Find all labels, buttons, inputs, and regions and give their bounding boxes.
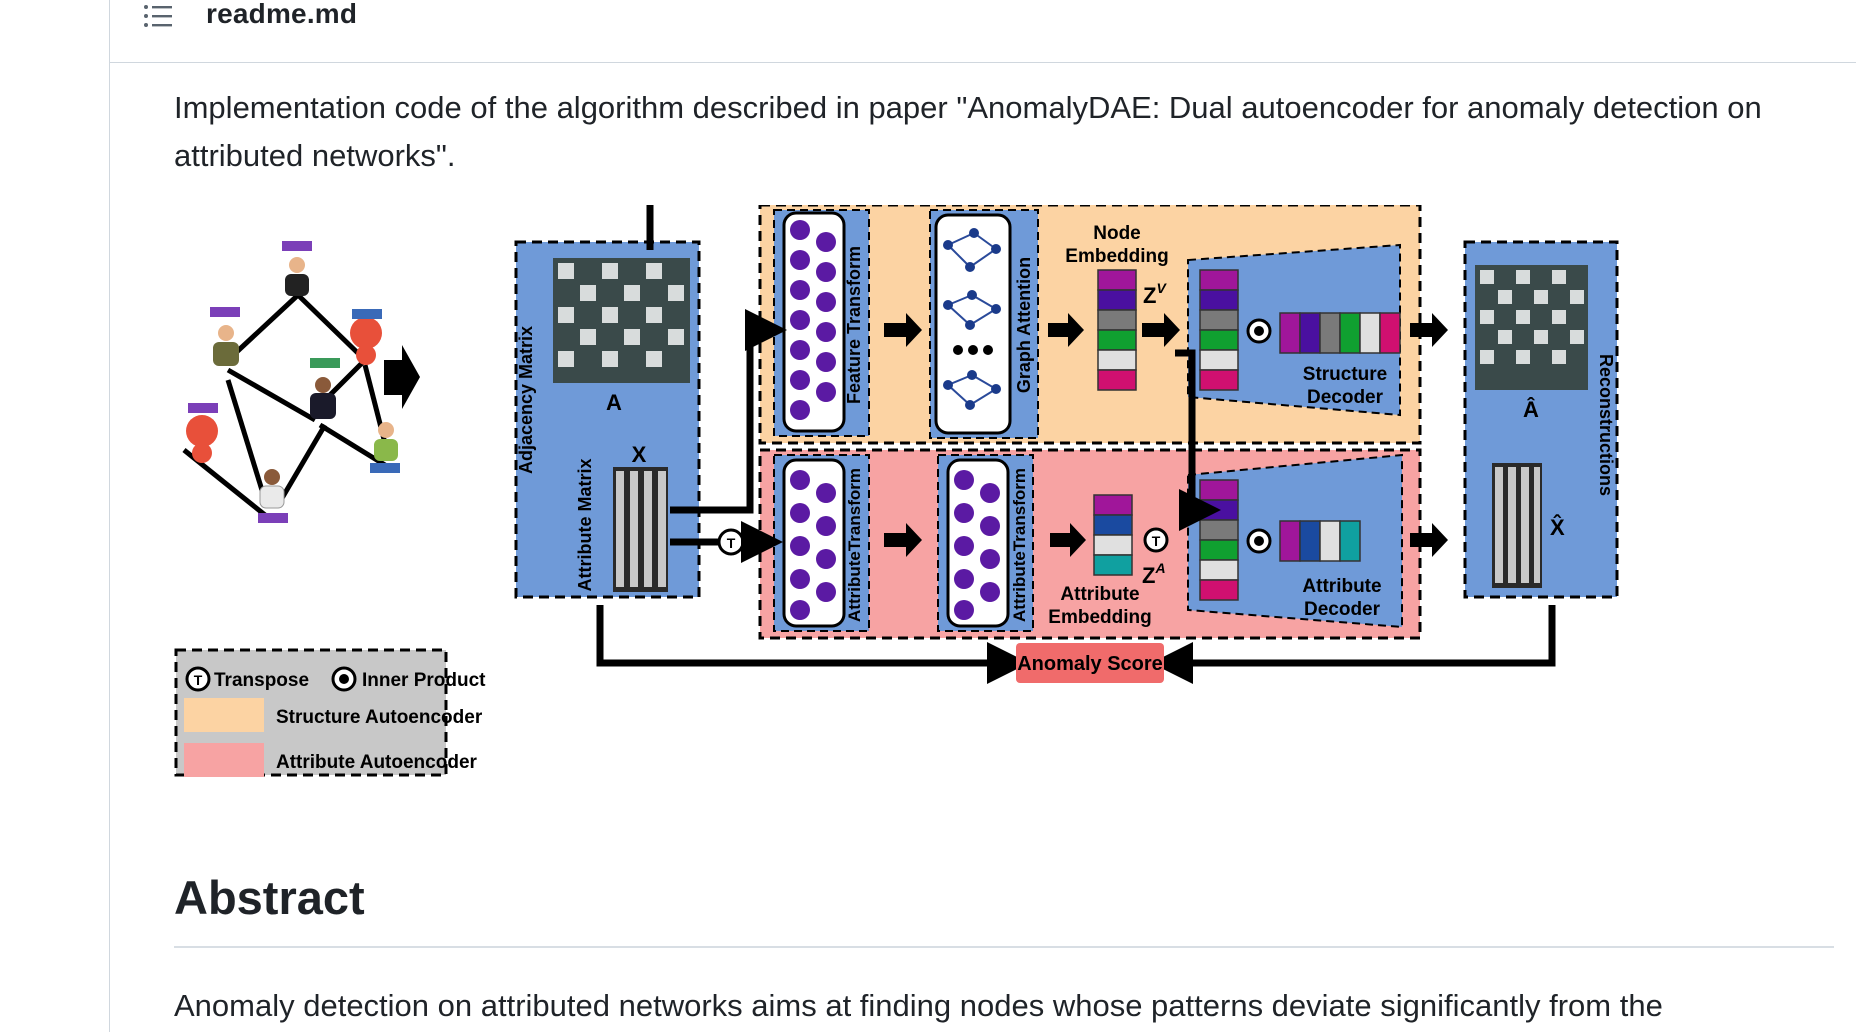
input-block: Adjacency Matrix A X Attribute Matrix [514,240,701,599]
anomaly-node [186,415,218,463]
abstract-text: Anomaly detection on attributed networks… [174,988,1663,1023]
structure-autoencoder: Feature Transform Graph Attention Node E… [758,205,1448,445]
legend-structure-swatch [184,698,264,732]
structure-decoder-label-2: Decoder [1307,387,1384,408]
x-hat-symbol: X̂ [1550,514,1565,540]
z-v-symbol: ZV [1143,280,1167,308]
reconstruction-block: Â X̂ Reconstructions [1463,240,1619,599]
legend-inner-product: Inner Product [362,670,486,691]
attribute-decoder-label-2: Decoder [1304,599,1381,620]
person-node [374,422,398,461]
attribute-symbol: X [632,442,647,467]
adjacency-to-attention-arrow [646,205,996,250]
legend-transpose: Transpose [214,670,309,691]
readme-header [110,0,1856,63]
attribute-matrix [613,467,668,592]
attribute-decoder-label-1: Attribute [1302,576,1381,597]
person-node [310,377,336,419]
abstract-heading: Abstract [174,871,365,924]
feature-transform-label: Feature Transform [844,246,864,404]
attribute-transform-label-1: AttributeTransform [845,468,864,622]
anomaly-score-label: Anomaly Score [1017,653,1163,675]
structure-decoder-label-1: Structure [1303,364,1387,385]
abstract-divider [174,946,1834,948]
attribute-matrix-label: Attribute Matrix [575,458,595,591]
attribute-transform-label-2: AttributeTransform [1010,468,1029,622]
anomaly-node [350,317,382,365]
legend-transpose-symbol: T [194,672,203,688]
attribute-embedding-label-2: Embedding [1048,607,1151,628]
legend: T Transpose Inner Product Structure Auto… [174,648,486,777]
architecture-figure: T Transpose Inner Product Structure Auto… [174,205,1619,777]
input-arrow-icon [384,345,420,409]
transpose-icon [185,666,211,692]
input-graph [182,241,400,523]
adjacency-label: Adjacency Matrix [516,326,536,474]
person-node [213,325,239,366]
node-embedding-label-1: Node [1093,223,1141,244]
a-hat-symbol: Â [1523,397,1539,422]
file-name[interactable]: readme.md [206,0,358,29]
node-embedding-vector [1097,269,1137,391]
legend-attribute-ae: Attribute Autoencoder [276,752,478,773]
legend-attribute-swatch [184,743,264,777]
graph-attention-label: Graph Attention [1014,257,1034,393]
person-node [285,257,309,296]
node-embedding-label-2: Embedding [1065,246,1168,267]
anomaly-score-box [1016,643,1164,683]
attribute-embedding-label-1: Attribute [1060,584,1139,605]
list-unordered-icon[interactable] [142,2,174,30]
input-transpose-symbol: T [727,535,736,551]
adjacency-matrix [553,258,690,383]
embed-transpose-symbol: T [1152,533,1161,549]
legend-structure-ae: Structure Autoencoder [276,707,483,728]
attribute-tags [188,241,400,523]
left-rail [0,0,110,1032]
reconstructions-label: Reconstructions [1596,354,1616,496]
adjacency-symbol: A [606,390,622,415]
readme-intro: Implementation code of the algorithm des… [174,90,1762,173]
attribute-autoencoder: AttributeTransform AttributeTransform T … [758,448,1448,640]
attribute-embedding-vector [1093,494,1133,576]
z-a-symbol: ZA [1142,560,1166,588]
person-node [259,469,285,509]
